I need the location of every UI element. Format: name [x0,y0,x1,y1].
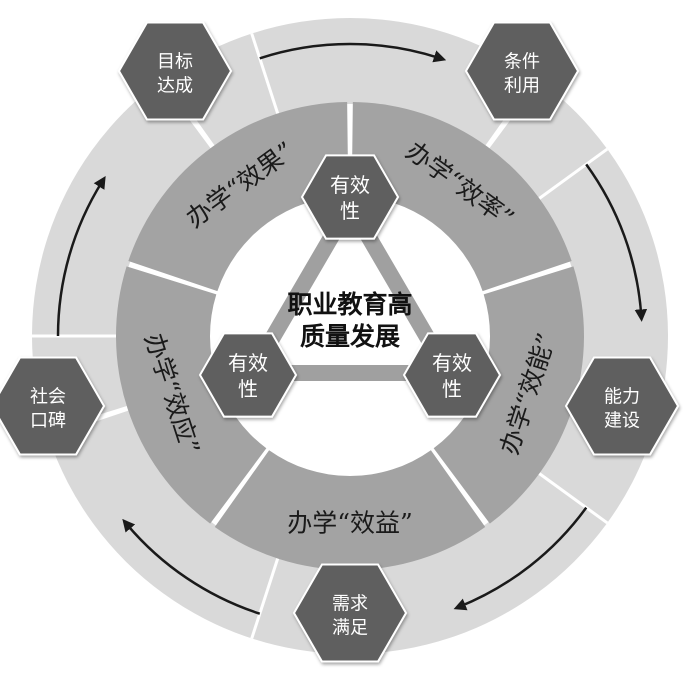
core-hexagon-label: 有效 [330,173,370,197]
outer-hexagon-label: 利用 [504,76,540,97]
hexagon-shape [117,21,233,121]
core-group: 职业教育高 质量发展 [244,197,456,418]
core-hexagon-label: 有效 [228,351,268,375]
hexagon-shape [300,154,400,240]
inner-ring: 办学“效果”办学“效率”办学“效能”办学“效益”办学“效应” [116,102,584,571]
ring-segment [433,266,584,524]
outer-hexagon-label: 达成 [157,76,193,97]
outer-hexagon-label: 目标 [157,52,193,73]
outer-ring-segment [48,409,348,654]
ring-segment [351,102,572,292]
outer-hexagon-label: 需求 [332,594,368,615]
cycle-arrow [259,42,447,63]
hexagon-shape [464,21,580,121]
cycle-arrow [122,518,261,615]
center-title-line-2: 质量发展 [300,322,400,351]
outer-ring-divider [536,471,609,525]
core-hexagon-label: 性 [238,377,258,401]
ring-segment [116,266,267,524]
center-title-line-1: 职业教育高 [287,290,412,319]
outer-hexagon-label: 口碑 [30,411,66,432]
core-hexagon: 有效性 [300,154,400,240]
outer-ring-segment [32,80,212,432]
core-hexagon-label: 有效 [432,351,472,375]
cycle-arrows [56,42,648,615]
hexagon-shape [198,332,298,418]
outer-hexagon-label: 满足 [332,618,368,639]
outer-hexagon-label: 条件 [504,52,540,73]
cycle-arrow [453,506,588,611]
hexagon-shape [292,563,408,663]
effectiveness-triangle [244,197,456,381]
core-hexagon: 有效性 [402,332,502,418]
hexagon-shape [0,356,106,456]
hexagon-shape [402,332,502,418]
hexagon-shape [564,356,680,456]
outer-ring-divider [250,556,280,639]
cycle-arrow [56,175,106,337]
ring-segment [214,450,486,571]
cycle-arrow [585,163,648,322]
outer-ring-divider [536,147,609,201]
core-hexagon-label: 性 [442,377,462,401]
outer-ring-segment [488,80,668,432]
ring-segment [128,102,349,292]
core-hexagon: 有效性 [198,332,298,418]
outer-ring [32,18,668,654]
outer-ring-divider [250,33,280,116]
outer-hexagon-label: 能力 [604,387,640,408]
outer-ring-segment [352,409,652,654]
outer-hexagon-label: 社会 [30,387,66,408]
core-hexagon-label: 性 [340,199,360,223]
ring-segment-label: 办学“效益” [287,509,413,538]
outer-hexagon-label: 建设 [604,411,640,432]
